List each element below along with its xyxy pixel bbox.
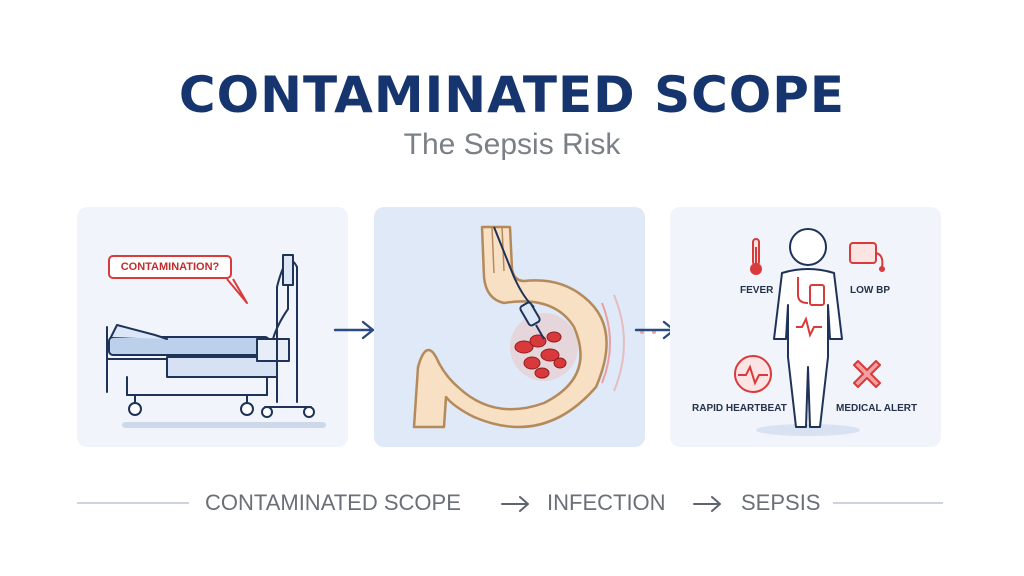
- process-flow: CONTAMINATED SCOPE INFECTION SEPSIS: [77, 486, 943, 520]
- fever-label: FEVER: [740, 285, 774, 296]
- arrow-right-icon: [333, 320, 375, 340]
- rapid-heartbeat-label: RAPID HEARTBEAT: [692, 403, 787, 414]
- arrow-right-icon: [501, 496, 529, 512]
- thermometer-icon: [750, 238, 762, 275]
- page-subtitle: The Sepsis Risk: [403, 128, 621, 161]
- human-figure-illustration: [756, 228, 860, 436]
- arrow-right-icon: [693, 496, 721, 512]
- low-bp-label: LOW BP: [850, 285, 890, 296]
- contamination-bubble: CONTAMINATION?: [108, 255, 232, 279]
- flow-step-infection: INFECTION: [547, 490, 666, 515]
- medical-alert-label: MEDICAL ALERT: [836, 403, 918, 414]
- symptoms-panel: FEVER LOW BP RAPID HEARTBEAT MEDICAL ALE…: [670, 207, 941, 447]
- hospital-bed-illustration: [106, 254, 326, 428]
- alert-cross-icon: [853, 360, 881, 388]
- heartbeat-icon: [734, 355, 772, 393]
- page-title: CONTAMINATED SCOPE: [178, 66, 846, 124]
- flow-divider-left: [77, 502, 189, 504]
- stomach-panel: [374, 207, 645, 447]
- equipment-panel: CONTAMINATION?: [77, 207, 348, 447]
- flow-divider-right: [833, 502, 943, 504]
- flow-step-scope: CONTAMINATED SCOPE: [205, 490, 461, 515]
- flow-step-sepsis: SEPSIS: [741, 490, 821, 515]
- stomach-illustration: [412, 225, 625, 429]
- blood-pressure-icon: [849, 242, 885, 272]
